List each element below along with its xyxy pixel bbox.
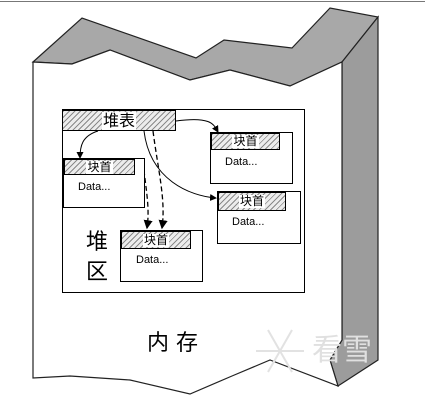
block-header: 块首 — [64, 159, 135, 175]
link-heap-table-to-block-right-top — [175, 119, 219, 133]
link-heap-table-to-block-bottom — [152, 130, 168, 230]
block-header-label: 块首 — [238, 194, 265, 208]
snowflake-watermark-icon — [256, 329, 304, 373]
memory-label: 内 存 — [147, 331, 198, 356]
heap-table: 堆表 — [62, 110, 176, 131]
block-header: 块首 — [121, 231, 191, 249]
link-heap-table-to-block-right-mid — [143, 130, 217, 202]
watermark-text: 看雪 — [312, 333, 372, 368]
block-header: 块首 — [218, 192, 286, 211]
block-header-label: 块首 — [86, 159, 113, 174]
block-data: Data... — [232, 216, 265, 228]
heap-area-label-1: 堆 — [86, 230, 109, 255]
block-header: 块首 — [211, 133, 280, 150]
block-data: Data... — [225, 156, 258, 168]
block-header-label: 块首 — [142, 232, 169, 247]
top-rule — [0, 1, 425, 2]
block-data: Data... — [136, 254, 169, 266]
heap-area-label-2: 区 — [86, 260, 109, 285]
link-block-left-to-block-bottom — [142, 161, 153, 230]
link-heap-table-to-block-left — [76, 130, 99, 159]
heap-table-label: 堆表 — [101, 110, 136, 130]
block-header-label: 块首 — [232, 134, 259, 148]
block-data: Data... — [78, 181, 111, 193]
